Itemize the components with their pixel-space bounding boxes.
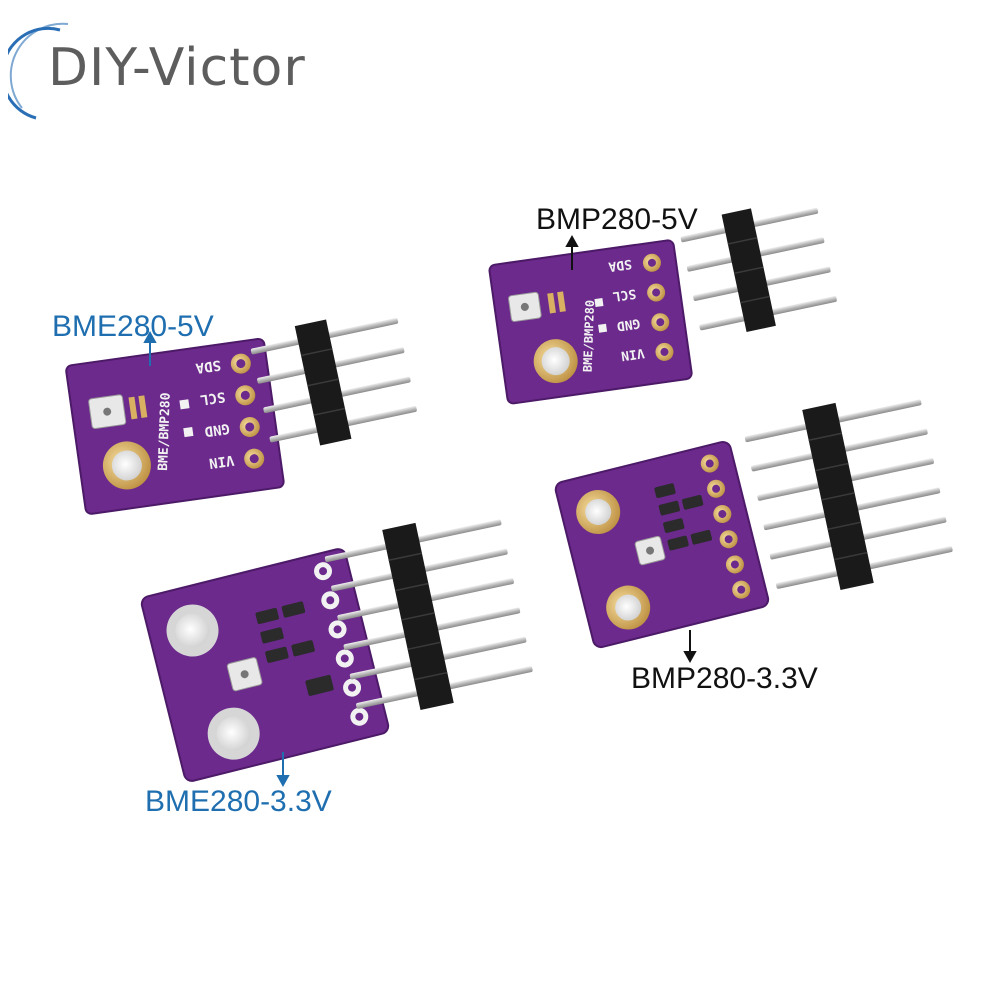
label-bmp280-5v: BMP280-5V xyxy=(536,203,698,236)
label-bme280-3v3: BME280-3.3V xyxy=(145,785,332,818)
pin-header-6b xyxy=(744,399,953,590)
svg-text:VIN: VIN xyxy=(620,345,646,363)
svg-text:SDA: SDA xyxy=(607,256,633,274)
arrow-bme280-5v xyxy=(143,330,157,366)
board-bmp280-3v3 xyxy=(554,440,770,649)
svg-text:GND: GND xyxy=(203,420,230,439)
svg-text:SDA: SDA xyxy=(194,356,222,375)
svg-text:VIN: VIN xyxy=(208,452,235,471)
svg-text:SCL: SCL xyxy=(611,285,637,303)
board-bme280-5v: SDA SCL GND VIN BME/BMP280 xyxy=(65,337,285,515)
pin-header-6a xyxy=(324,519,533,710)
brand-logo: DIY-Victor xyxy=(48,38,306,98)
arrow-bme280-3v3 xyxy=(276,752,290,788)
label-bme280-5v: BME280-5V xyxy=(52,310,214,343)
board-bme280-3v3 xyxy=(140,548,390,782)
pin-header-4b xyxy=(680,207,837,333)
arrow-bmp280-5v xyxy=(565,234,579,270)
arrow-bmp280-3v3 xyxy=(683,630,697,664)
svg-text:BME/BMP280: BME/BMP280 xyxy=(156,392,174,471)
svg-text:GND: GND xyxy=(616,315,642,333)
board-bmp280-5v: SDA SCL GND VIN BME/BMP280 xyxy=(488,239,693,405)
svg-text:SCL: SCL xyxy=(199,388,226,407)
label-bmp280-3v3: BMP280-3.3V xyxy=(631,662,818,695)
logo-ring-icon xyxy=(8,22,69,120)
svg-text:BME/BMP280: BME/BMP280 xyxy=(581,300,598,373)
pin-header-4a xyxy=(250,317,417,446)
